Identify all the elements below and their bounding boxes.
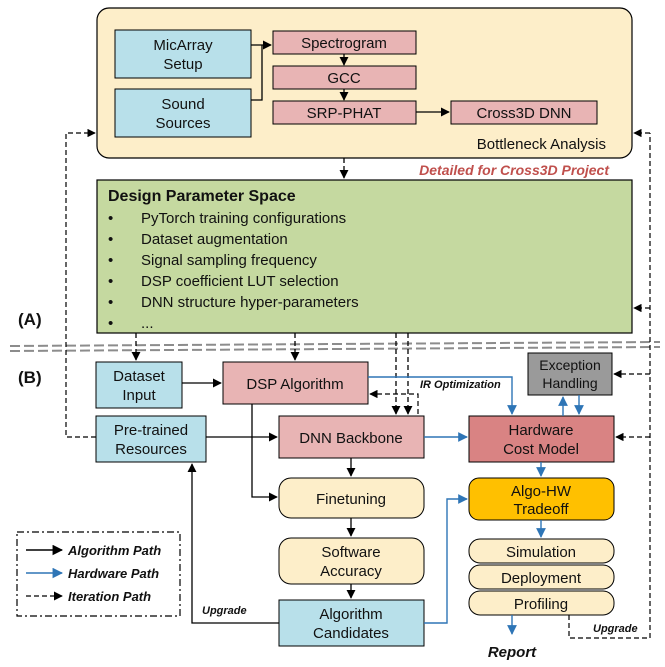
pretrained-line1: Pre-trained	[114, 422, 188, 439]
upgrade-left-label: Upgrade	[202, 605, 247, 617]
ir-optimization-arrow	[369, 389, 419, 414]
dataset-line2: Input	[122, 387, 156, 404]
pretrained-resources-box	[95, 415, 207, 463]
cross3d-dnn-box	[450, 100, 598, 125]
micarray-line2: Setup	[163, 56, 202, 73]
profiling-upgrade-line	[568, 615, 650, 639]
design-item-4: DSP coefficient LUT selection	[141, 273, 339, 290]
design-item-5: DNN structure hyper-parameters	[141, 294, 359, 311]
cross3d-dnn-label: Cross3D DNN	[476, 105, 571, 122]
exception-handling-box	[527, 352, 613, 396]
pretrained-to-panel-iteration	[65, 128, 96, 438]
legend-box	[16, 531, 181, 617]
design-item-2: Dataset augmentation	[141, 231, 288, 248]
legend-hardware-label: Hardware Path	[68, 566, 159, 581]
pretrained-line2: Resources	[115, 441, 187, 458]
profiling-box	[468, 590, 615, 616]
bullet-1: •	[108, 210, 113, 227]
candidates-line2: Candidates	[313, 625, 389, 642]
profiling-label: Profiling	[514, 596, 568, 613]
hardware-cost-model-box	[468, 415, 615, 463]
sound-line1: Sound	[161, 96, 204, 113]
exception-line2: Handling	[542, 375, 597, 391]
bottleneck-analysis-label: Bottleneck Analysis	[477, 136, 606, 153]
finetuning-label: Finetuning	[316, 491, 386, 508]
design-parameter-space-box	[96, 179, 633, 334]
bullet-4: •	[108, 273, 113, 290]
micarray-line1: MicArray	[153, 37, 213, 54]
simulation-box	[468, 538, 615, 564]
bullet-3: •	[108, 252, 113, 269]
dataset-input-box	[95, 361, 183, 409]
dsp-algorithm-box	[222, 361, 369, 405]
dsp-to-hwcost-arrow	[368, 376, 517, 415]
design-item-3: Signal sampling frequency	[141, 252, 317, 269]
section-b-label: (B)	[18, 368, 42, 387]
bullet-2: •	[108, 231, 113, 248]
design-space-title: Design Parameter Space	[108, 188, 296, 205]
candidates-to-tradeoff-arrow	[424, 494, 468, 624]
srp-phat-label: SRP-PHAT	[307, 105, 382, 122]
detail-note: Detailed for Cross3D Project	[419, 162, 610, 178]
legend-iteration-label: Iteration Path	[68, 589, 151, 604]
dnn-backbone-label: DNN Backbone	[299, 430, 402, 447]
simulation-label: Simulation	[506, 544, 576, 561]
gcc-label: GCC	[327, 70, 361, 87]
sound-line2: Sources	[155, 115, 210, 132]
sound-sources-box	[114, 88, 252, 138]
design-space-list: • PyTorch training configurations • Data…	[108, 210, 359, 332]
legend-algorithm-label: Algorithm Path	[67, 543, 161, 558]
software-line1: Software	[321, 544, 380, 561]
exception-line1: Exception	[539, 357, 600, 373]
design-item-1: PyTorch training configurations	[141, 210, 346, 227]
ir-optimization-label: IR Optimization	[420, 379, 501, 391]
design-item-6: ...	[141, 315, 154, 332]
hw-cost-line1: Hardware	[508, 422, 573, 439]
report-label: Report	[488, 644, 537, 661]
deployment-label: Deployment	[501, 570, 582, 587]
bullet-6: •	[108, 315, 113, 332]
dataset-line1: Dataset	[113, 368, 166, 385]
algo-hw-line1: Algo-HW	[511, 483, 572, 500]
spectrogram-label: Spectrogram	[301, 35, 387, 52]
bullet-5: •	[108, 294, 113, 311]
hw-cost-line2: Cost Model	[503, 441, 579, 458]
upgrade-right-label: Upgrade	[593, 623, 638, 635]
deployment-box	[468, 564, 615, 590]
dnn-backbone-box	[278, 415, 425, 459]
dsp-algorithm-label: DSP Algorithm	[246, 376, 343, 393]
sources-join-line	[251, 45, 263, 101]
candidates-line1: Algorithm	[319, 606, 382, 623]
algo-hw-line2: Tradeoff	[513, 501, 569, 518]
section-a-label: (A)	[18, 310, 42, 329]
micarray-setup-box	[114, 29, 252, 79]
upgrade-left-arrow	[187, 463, 279, 624]
section-separator	[9, 341, 661, 352]
dsp-to-finetuning-arrow	[251, 404, 278, 502]
software-line2: Accuracy	[320, 563, 382, 580]
